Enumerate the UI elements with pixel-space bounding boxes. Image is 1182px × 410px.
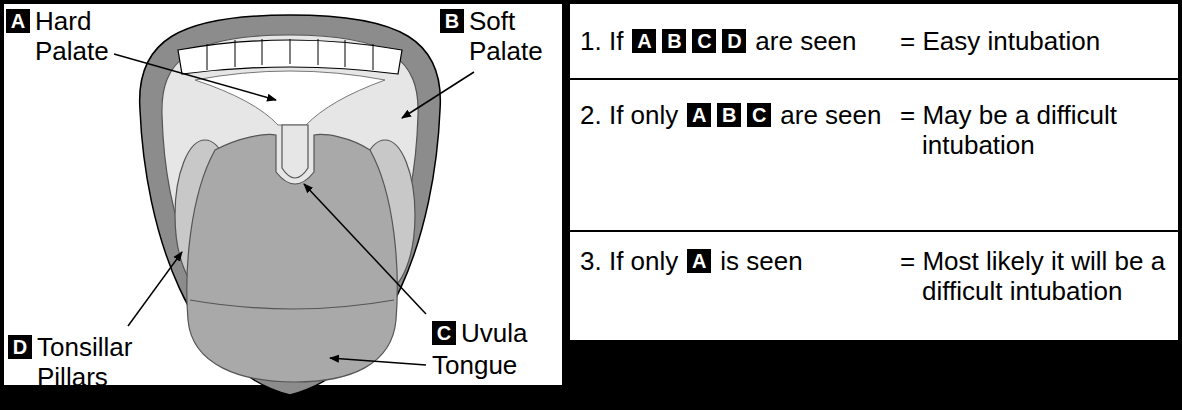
row-prefix: 1. If [580,26,623,56]
callout-letter: B [440,9,464,33]
row-divider [570,78,1178,80]
row-suffix: are seen [780,100,881,130]
part-callout: DTonsillar Pillars [8,332,157,392]
part-callout: CUvula [432,318,527,348]
part-name: Soft Palate [469,6,579,66]
callout-letter: D [722,29,746,53]
uvula [282,125,308,178]
part-callout: BSoft Palate [440,6,579,66]
letter-badge: A [632,29,656,53]
row-condition: 2. If onlyABCare seen [580,100,881,130]
callout-letter: B [717,103,741,127]
letter-badge: D [722,29,746,53]
table-row: 2. If onlyABCare seen= May be a difficul… [570,80,1178,230]
letter-badge: C [747,103,771,127]
letter-group: ABC [687,103,771,127]
part-name: Tongue [432,350,517,380]
part-name: Tonsillar Pillars [37,332,157,392]
leader-line [304,184,426,314]
part-name: Uvula [461,318,527,348]
table-row: 1. IfABCDare seen= Easy intubation [570,4,1178,78]
teeth-gaps [207,39,373,70]
right-panel [570,4,1178,340]
callout-letter: A [632,29,656,53]
teeth [178,40,402,74]
row-prefix: 3. If only [580,246,678,276]
leader-lines [114,54,474,365]
table-row: 3. If only Ais seen = Most likely it will … [570,232,1178,340]
leader-line [330,358,426,365]
callout-letter: B [662,29,686,53]
row-suffix: is seen [720,246,802,276]
letter-badge: A [687,103,711,127]
callout-letter: C [747,103,771,127]
row-prefix: 2. If only [580,100,678,130]
part-callout: AHard Palate [6,6,135,66]
callout-letter: D [8,335,32,359]
row-condition: 1. IfABCDare seen [580,26,857,56]
row-suffix: are seen [755,26,856,56]
callout-letter: C [692,29,716,53]
row-result: = Easy intubation [900,26,1168,56]
letter-badge: A [687,249,711,273]
hard-palate [195,71,385,125]
letter-badge: C [692,29,716,53]
row-result: = Most likely it will be a difficult int… [900,246,1168,306]
leader-line [114,54,276,100]
tongue-fold [190,300,394,309]
leader-line [402,72,474,118]
callout-letter: A [687,249,711,273]
letter-badge: B [662,29,686,53]
letter-group: A [687,249,711,273]
leader-line [128,252,182,326]
lips [140,15,441,395]
callout-letter: A [6,9,30,33]
callout-letter: A [687,103,711,127]
part-name: Hard Palate [35,6,135,66]
callout-letter: C [432,321,456,345]
letter-badge: B [717,103,741,127]
row-condition: 3. If only Ais seen [580,246,803,276]
row-result: = May be a difficult intubation [900,100,1168,160]
letter-group: ABCD [632,29,746,53]
row-divider [570,230,1178,232]
tongue [187,135,397,382]
